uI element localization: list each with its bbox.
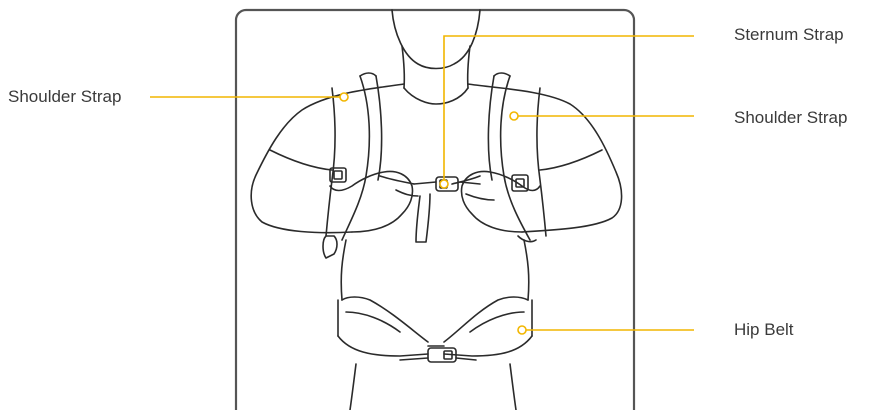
neck-outline [402,46,470,88]
head-outline [392,10,480,69]
torso-left [341,240,346,300]
right-shoulder-strap [501,76,546,240]
person-illustration [251,10,621,410]
callout-lines [150,36,694,334]
left-sleeve [270,150,332,170]
hip-belt-upper [342,297,528,342]
hip-belt-label: Hip Belt [734,320,794,340]
right-sleeve [540,150,602,170]
sternum-strap-callout-line [444,36,694,184]
shoulder-strap-right-label: Shoulder Strap [734,108,847,128]
left-shoulder-strap [326,76,369,240]
illustration-frame [236,10,634,410]
collar-outline [404,88,468,104]
torso-right [524,240,529,300]
right-shoulder-outline [468,84,622,232]
sternum-strap-label: Sternum Strap [734,25,844,45]
leg-left [350,364,356,410]
leg-right [510,364,516,410]
shoulder-strap-left-label: Shoulder Strap [8,87,121,107]
